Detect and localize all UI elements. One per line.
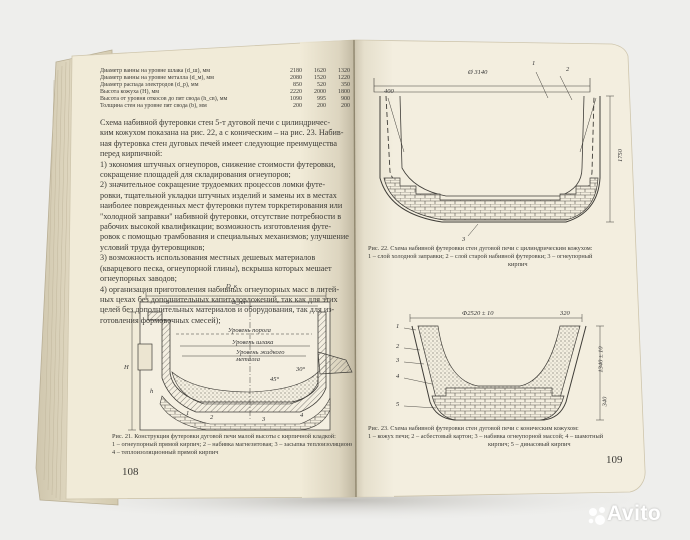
fig21-label-3: 3 — [262, 416, 266, 423]
body-text-line: 4) организация приготовления набивных ог… — [100, 284, 340, 294]
fig21-label-threshold: Уровень порога — [228, 327, 271, 334]
figure-22-caption: Рис. 22. Схема набивной футеровки стен д… — [368, 245, 593, 268]
table-row-label: Диаметр ванны на уровне шлака (d_ш), мм — [100, 68, 211, 74]
body-text-line: (кварцевого песка, огнеупорной глины), в… — [100, 263, 332, 273]
table-row: Диаметр ванны на уровне шлака (d_ш), мм 2… — [100, 68, 350, 75]
table-cell: 2000 — [314, 89, 326, 95]
figure-23-drawing — [403, 314, 604, 421]
table-cell: 1520 — [314, 75, 326, 81]
table-row: Диаметр ванны на уровне металла (d_м), м… — [100, 75, 350, 82]
fig23-label-1: 1 — [396, 323, 400, 330]
avito-dots-logo-icon — [588, 507, 605, 525]
table-row-label: Высота от уровня откосов до пят свода (h… — [100, 96, 228, 102]
table-row: Высота от уровня откосов до пят свода (h… — [100, 96, 350, 103]
fig23-label-diameter: Ф2520 ± 10 — [462, 310, 494, 317]
fig21-label-30deg: 30° — [296, 366, 306, 373]
fig22-label-2: 2 — [566, 66, 570, 73]
table-cell: 995 — [317, 96, 326, 102]
table-row: Высота кожуха (H), мм 2220 2000 1800 — [100, 89, 350, 96]
left-page-number: 108 — [122, 466, 139, 478]
table-cell: 1620 — [314, 68, 326, 74]
body-text-line: огнеупорных заводов; — [100, 274, 177, 284]
figure-21-drawing — [128, 292, 353, 431]
fig22-label-400: 400 — [384, 88, 394, 95]
table-row-label: Диаметр ванны на уровне металла (d_м), м… — [100, 75, 214, 81]
fig21-label-h-small: h — [150, 388, 154, 395]
body-text-line: Схема набивной футеровки стен 5-т дугово… — [100, 118, 331, 127]
body-text-line: условий труда футеровщиков; — [100, 242, 205, 252]
body-text-line: ных цехах без дополнительных капиталовло… — [100, 294, 338, 304]
fig21-label-metal: Уровень жидкого металла — [236, 349, 285, 363]
table-cell: 200 — [317, 103, 326, 109]
body-text-line: 2) значительное сокращение трудоемких пр… — [100, 180, 326, 190]
fig23-label-1340: 1340 ± 10 — [597, 346, 605, 373]
avito-watermark-text: Avito — [607, 502, 662, 525]
figure-23-caption: Рис. 23. Схема набивной футеровки стен д… — [368, 425, 604, 448]
table-cell: 1220 — [338, 75, 350, 81]
fig23-label-3: 3 — [396, 357, 400, 364]
fig21-label-slag: Уровень шлака — [232, 339, 274, 346]
table-row-label: Высота кожуха (H), мм — [100, 89, 160, 95]
body-text-line: ровок с помощью трамбования и специальны… — [100, 232, 349, 242]
fig22-label-diameter: Ø 3140 — [468, 69, 488, 76]
table-cell: 1800 — [338, 89, 350, 95]
fig23-label-320: 320 — [560, 310, 570, 317]
fig21-label-dk: D_к — [226, 283, 237, 290]
table-cell: 520 — [317, 82, 326, 88]
fig22-label-1: 1 — [532, 60, 536, 67]
fig21-label-4: 4 — [300, 412, 304, 419]
dimensions-table: Диаметр ванны на уровне шлака (d_ш), мм 2… — [100, 68, 350, 110]
table-row: Диаметр распада электродов (d_р), мм 850 5… — [100, 82, 350, 89]
fig21-label-dpl: Δ_пл — [232, 299, 246, 306]
fig21-label-2: 2 — [210, 414, 214, 421]
fig23-label-2: 2 — [396, 343, 400, 350]
body-text-line: наиболее поврежденных мест футеровки пут… — [100, 201, 343, 211]
body-text-line: ким кожухом показана на рис. 22, а с кон… — [100, 128, 344, 138]
table-cell: 900 — [341, 96, 350, 102]
table-cell: 200 — [293, 103, 302, 109]
body-text-line: сокращение площадей для складирования ог… — [100, 170, 291, 180]
fig21-label-s: S — [166, 299, 170, 306]
fig23-label-4: 4 — [396, 373, 400, 380]
fig22-label-1750: 1750 — [617, 149, 624, 162]
figure-21-caption: Рис. 21. Конструкция футеровки дуговой п… — [112, 433, 352, 456]
table-row-label: Толщина стен на уровне пят свода (b), мм — [100, 103, 207, 109]
body-text-line: 1) экономия штучных огнеупоров, снижение… — [100, 159, 336, 169]
fig21-label-h: H — [124, 364, 129, 371]
fig22-label-3: 3 — [462, 236, 466, 243]
fig23-label-340: 340 — [601, 396, 609, 407]
table-cell: 2080 — [290, 75, 302, 81]
table-cell: 2220 — [290, 89, 302, 95]
fig21-label-45deg: 45° — [270, 376, 280, 383]
table-cell: 200 — [341, 103, 350, 109]
table-row: Толщина стен на уровне пят свода (b), мм… — [100, 103, 350, 110]
right-page-number: 109 — [606, 454, 623, 466]
body-text-line: ная футеровка стен дуговых печей имеет с… — [100, 138, 338, 148]
fig21-label-1: 1 — [186, 410, 190, 417]
body-text-line: 3) возможность использования местных деш… — [100, 253, 316, 263]
body-text-line: готовления формовочных смесей); — [100, 315, 221, 325]
table-cell: 1090 — [290, 96, 302, 102]
table-cell: 2180 — [290, 68, 302, 74]
table-cell: 350 — [341, 82, 350, 88]
table-cell: 850 — [293, 82, 302, 88]
body-text-line: целей без дополнительных материалов и об… — [100, 305, 335, 315]
body-text-line: ровки, тщательной укладки штучных издели… — [100, 190, 337, 200]
body-text-line: "холодной заправки" набивной футеровки, … — [100, 211, 342, 221]
table-cell: 1320 — [338, 68, 350, 74]
figure-22-drawing — [373, 71, 614, 237]
avito-watermark: Avito — [584, 499, 682, 533]
fig23-label-5: 5 — [396, 401, 400, 408]
table-row-label: Диаметр распада электродов (d_р), мм — [100, 82, 199, 88]
body-text-line: рабочих высокой квалификации; возможност… — [100, 222, 332, 232]
left-body-text: Схема набивной футеровки стен 5-т дугово… — [100, 118, 350, 326]
body-text-line: перед кирпичной: — [100, 149, 163, 159]
